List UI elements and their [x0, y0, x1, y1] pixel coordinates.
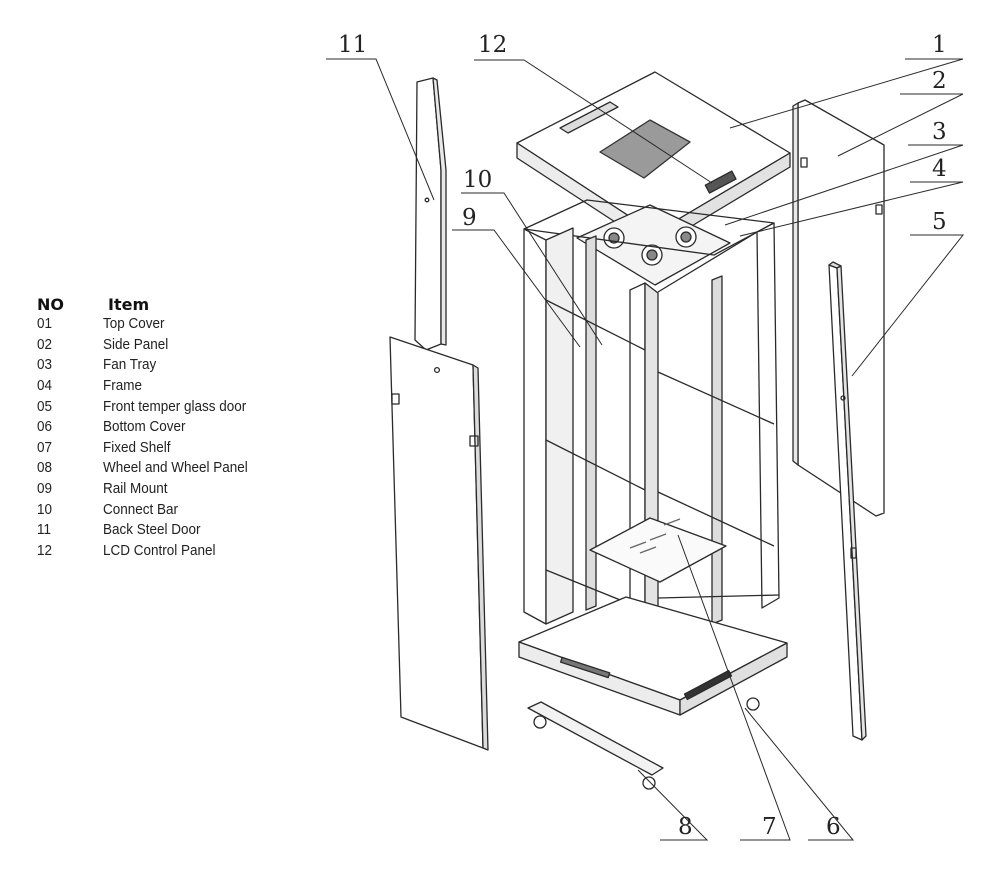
callout-6: 6	[826, 814, 841, 840]
legend-row: 11 Back Steel Door	[37, 520, 260, 541]
legend-row-no: 02	[37, 336, 53, 353]
legend-row: 10 Connect Bar	[37, 499, 260, 520]
legend-row-no: 06	[37, 419, 53, 436]
fan-tray	[576, 204, 731, 286]
legend-row: 12 LCD Control Panel	[37, 541, 260, 562]
legend-row-no: 08	[37, 460, 53, 477]
legend-row: 01 Top Cover	[37, 314, 260, 335]
legend-row-item: Wheel and Wheel Panel	[103, 460, 248, 477]
legend-row: 05 Front temper glass door	[37, 396, 260, 417]
legend-header: NO Item	[37, 294, 277, 314]
back-steel-door	[389, 77, 489, 751]
fixed-shelf	[589, 517, 727, 583]
legend-row-item: Fan Tray	[103, 357, 157, 374]
legend-row-item: Rail Mount	[103, 481, 168, 498]
legend-row: 08 Wheel and Wheel Panel	[37, 458, 260, 479]
callout-2: 2	[932, 68, 947, 94]
legend-row-item: Fixed Shelf	[103, 439, 171, 456]
legend-row-item: Frame	[103, 378, 143, 395]
legend-row-no: 10	[37, 501, 53, 518]
callout-9: 9	[462, 205, 477, 231]
callout-7: 7	[762, 814, 777, 840]
legend-row-no: 12	[37, 542, 53, 559]
callout-10: 10	[463, 167, 492, 193]
legend-row-item: Connect Bar	[103, 501, 178, 518]
legend-row: 02 Side Panel	[37, 335, 260, 356]
leader-lines	[326, 58, 965, 841]
callout-11: 11	[338, 32, 367, 58]
legend-row-no: 09	[37, 481, 53, 498]
legend-header-no: NO	[37, 295, 64, 314]
legend-row-item: Bottom Cover	[103, 419, 186, 436]
callout-12: 12	[478, 32, 507, 58]
legend-header-item: Item	[108, 295, 150, 314]
legend-row: 03 Fan Tray	[37, 355, 260, 376]
front-glass-door	[828, 261, 867, 741]
legend-row-item: LCD Control Panel	[103, 542, 216, 559]
parts-legend: NO Item 01 Top Cover 02 Side Panel 03 Fan T…	[37, 294, 277, 561]
callout-1: 1	[932, 32, 947, 58]
legend-row: 09 Rail Mount	[37, 479, 260, 500]
legend-row-item: Front temper glass door	[103, 398, 247, 415]
wheel-panel	[527, 697, 760, 790]
legend-row: 04 Frame	[37, 376, 260, 397]
callout-labels: 11 12 1 2 3 4 5 10 9 8 7 6	[338, 32, 947, 840]
callout-4: 4	[932, 156, 947, 182]
legend-row-no: 07	[37, 439, 53, 456]
legend-row-item: Top Cover	[103, 316, 165, 333]
legend-row-no: 03	[37, 357, 53, 374]
legend-row: 07 Fixed Shelf	[37, 438, 260, 459]
callout-8: 8	[678, 814, 693, 840]
callout-5: 5	[932, 209, 947, 235]
legend-row-no: 05	[37, 398, 53, 415]
legend-row: 06 Bottom Cover	[37, 417, 260, 438]
callout-3: 3	[932, 119, 947, 145]
legend-row-item: Side Panel	[103, 336, 169, 353]
bottom-cover	[518, 596, 788, 716]
legend-row-item: Back Steel Door	[103, 522, 201, 539]
legend-row-no: 11	[37, 522, 52, 539]
legend-row-no: 01	[37, 316, 53, 333]
legend-row-no: 04	[37, 378, 53, 395]
